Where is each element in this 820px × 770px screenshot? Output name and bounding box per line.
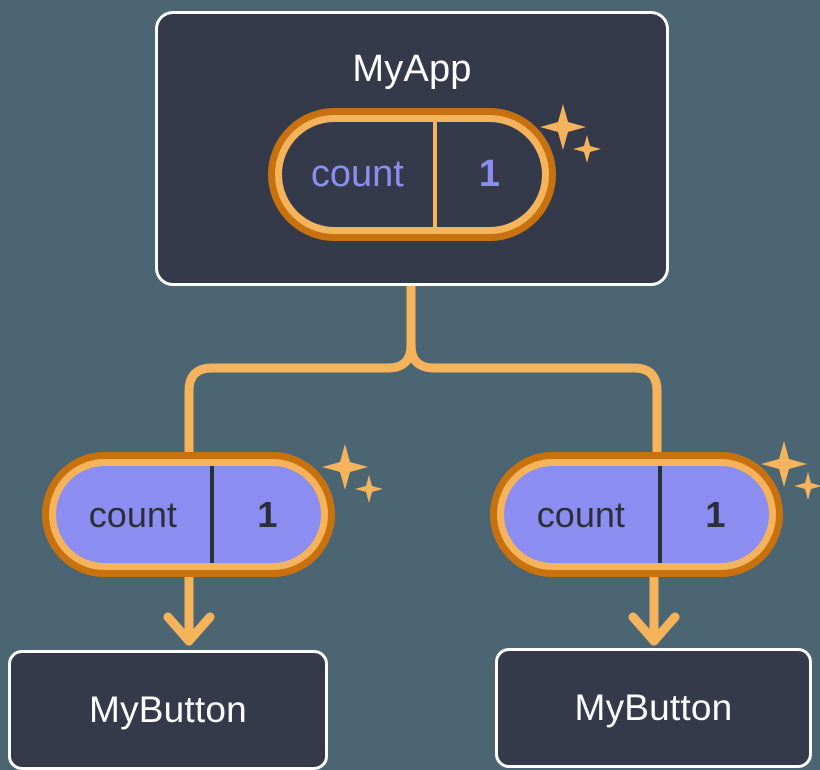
arrow-head-left xyxy=(163,612,215,646)
state-pill-root-inner: count 1 xyxy=(282,122,542,227)
sparkle-four-point-large-icon xyxy=(322,444,368,490)
branch-line-left xyxy=(184,281,416,457)
state-key-cell: count xyxy=(56,466,210,563)
component-title-mybutton: MyButton xyxy=(574,687,733,728)
branch-line-right xyxy=(406,281,662,457)
state-pill-branch-right[interactable]: count 1 xyxy=(490,452,783,577)
state-pill-root[interactable]: count 1 xyxy=(268,108,556,241)
state-key-label: count xyxy=(310,153,404,195)
component-card-mybutton-right[interactable]: MyButton xyxy=(495,648,812,768)
sparkle-four-point-small-icon xyxy=(355,475,383,503)
component-title-mybutton: MyButton xyxy=(89,689,247,730)
state-pill-branch-right-inner: count 1 xyxy=(504,466,769,563)
state-value-label: 1 xyxy=(257,493,278,535)
component-title-myapp: MyApp xyxy=(352,48,472,90)
state-key-cell: count xyxy=(504,466,658,563)
state-key-label: count xyxy=(88,493,177,535)
state-value-cell: 1 xyxy=(657,466,769,563)
state-value-label: 1 xyxy=(705,493,726,535)
component-card-mybutton-left[interactable]: MyButton xyxy=(8,650,328,770)
state-value-cell: 1 xyxy=(432,122,542,227)
state-pill-branch-left[interactable]: count 1 xyxy=(42,452,335,577)
sparkle-four-point-small-icon xyxy=(794,472,820,500)
state-key-cell: count xyxy=(282,122,433,227)
state-value-cell: 1 xyxy=(209,466,321,563)
state-pill-branch-left-inner: count 1 xyxy=(56,466,321,563)
state-value-label: 1 xyxy=(478,153,500,195)
arrow-head-right xyxy=(628,612,680,646)
state-key-label: count xyxy=(536,493,625,535)
